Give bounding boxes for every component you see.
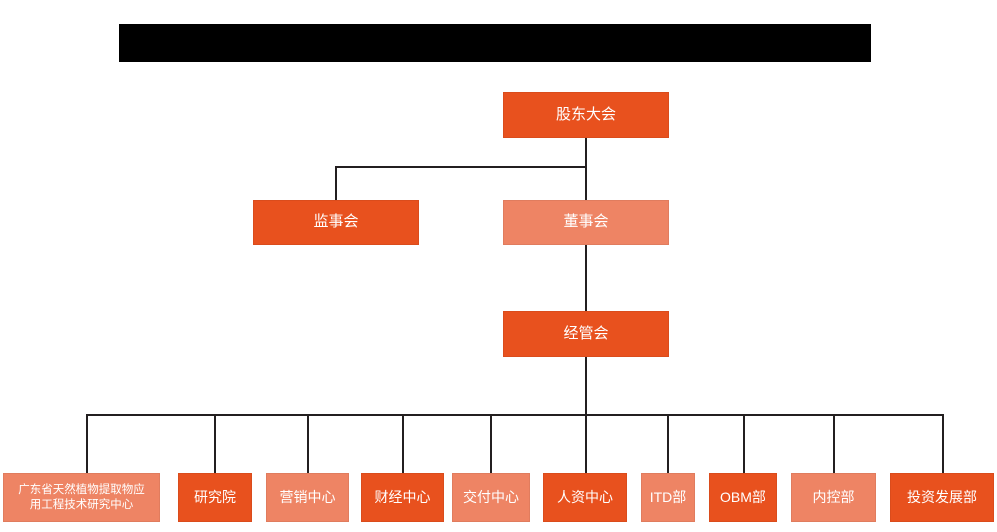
connector-to-hr xyxy=(585,414,587,473)
connector-to-delivery xyxy=(490,414,492,473)
node-board-of-directors[interactable]: 董事会 xyxy=(503,200,669,245)
connector-to-marketing xyxy=(307,414,309,473)
node-label: 交付中心 xyxy=(463,488,519,505)
connector-to-supervisors xyxy=(335,166,337,200)
node-guangdong-rnd-center[interactable]: 广东省天然植物提取物应 用工程技术研究中心 xyxy=(3,473,160,522)
connector-shareholders-stem xyxy=(585,138,587,168)
node-label-multiline: 广东省天然植物提取物应 用工程技术研究中心 xyxy=(18,483,145,512)
node-investment-development-department[interactable]: 投资发展部 xyxy=(890,473,994,522)
node-label: 投资发展部 xyxy=(907,488,977,505)
node-label: 研究院 xyxy=(194,488,236,505)
node-research-institute[interactable]: 研究院 xyxy=(178,473,252,522)
connector-to-board xyxy=(585,166,587,200)
node-itd-department[interactable]: ITD部 xyxy=(641,473,695,522)
node-label: 经管会 xyxy=(563,324,609,342)
connector-bus-level4 xyxy=(86,414,943,416)
connector-mgmt-stem xyxy=(585,357,587,416)
node-delivery-center[interactable]: 交付中心 xyxy=(452,473,530,522)
connector-to-rnd-center xyxy=(86,414,88,473)
node-obm-department[interactable]: OBM部 xyxy=(709,473,777,522)
node-label: 董事会 xyxy=(563,213,609,231)
redacted-title-bar xyxy=(119,24,871,62)
connector-to-internal-ctrl xyxy=(833,414,835,473)
node-marketing-center[interactable]: 营销中心 xyxy=(266,473,349,522)
node-label-line2: 用工程技术研究中心 xyxy=(29,498,134,511)
node-label-line1: 广东省天然植物提取物应 xyxy=(18,484,145,497)
node-label: 财经中心 xyxy=(374,488,431,505)
node-internal-control-department[interactable]: 内控部 xyxy=(791,473,876,522)
node-label: OBM部 xyxy=(720,488,766,505)
node-label: ITD部 xyxy=(649,488,687,505)
connector-to-investment xyxy=(942,414,944,473)
connector-bus-level2 xyxy=(335,166,587,168)
node-label: 内控部 xyxy=(812,488,855,505)
node-label: 股东大会 xyxy=(555,105,616,123)
node-management-committee[interactable]: 经管会 xyxy=(503,311,669,357)
node-label: 营销中心 xyxy=(279,488,336,505)
node-supervisory-board[interactable]: 监事会 xyxy=(253,200,419,245)
node-finance-center[interactable]: 财经中心 xyxy=(361,473,444,522)
node-label: 人资中心 xyxy=(557,488,613,505)
connector-to-finance xyxy=(402,414,404,473)
connector-to-obm xyxy=(743,414,745,473)
node-label: 监事会 xyxy=(313,213,359,231)
connector-board-to-mgmt xyxy=(585,245,587,311)
connector-to-itd xyxy=(667,414,669,473)
connector-to-institute xyxy=(214,414,216,473)
node-shareholders-meeting[interactable]: 股东大会 xyxy=(503,92,669,138)
node-hr-center[interactable]: 人资中心 xyxy=(543,473,627,522)
